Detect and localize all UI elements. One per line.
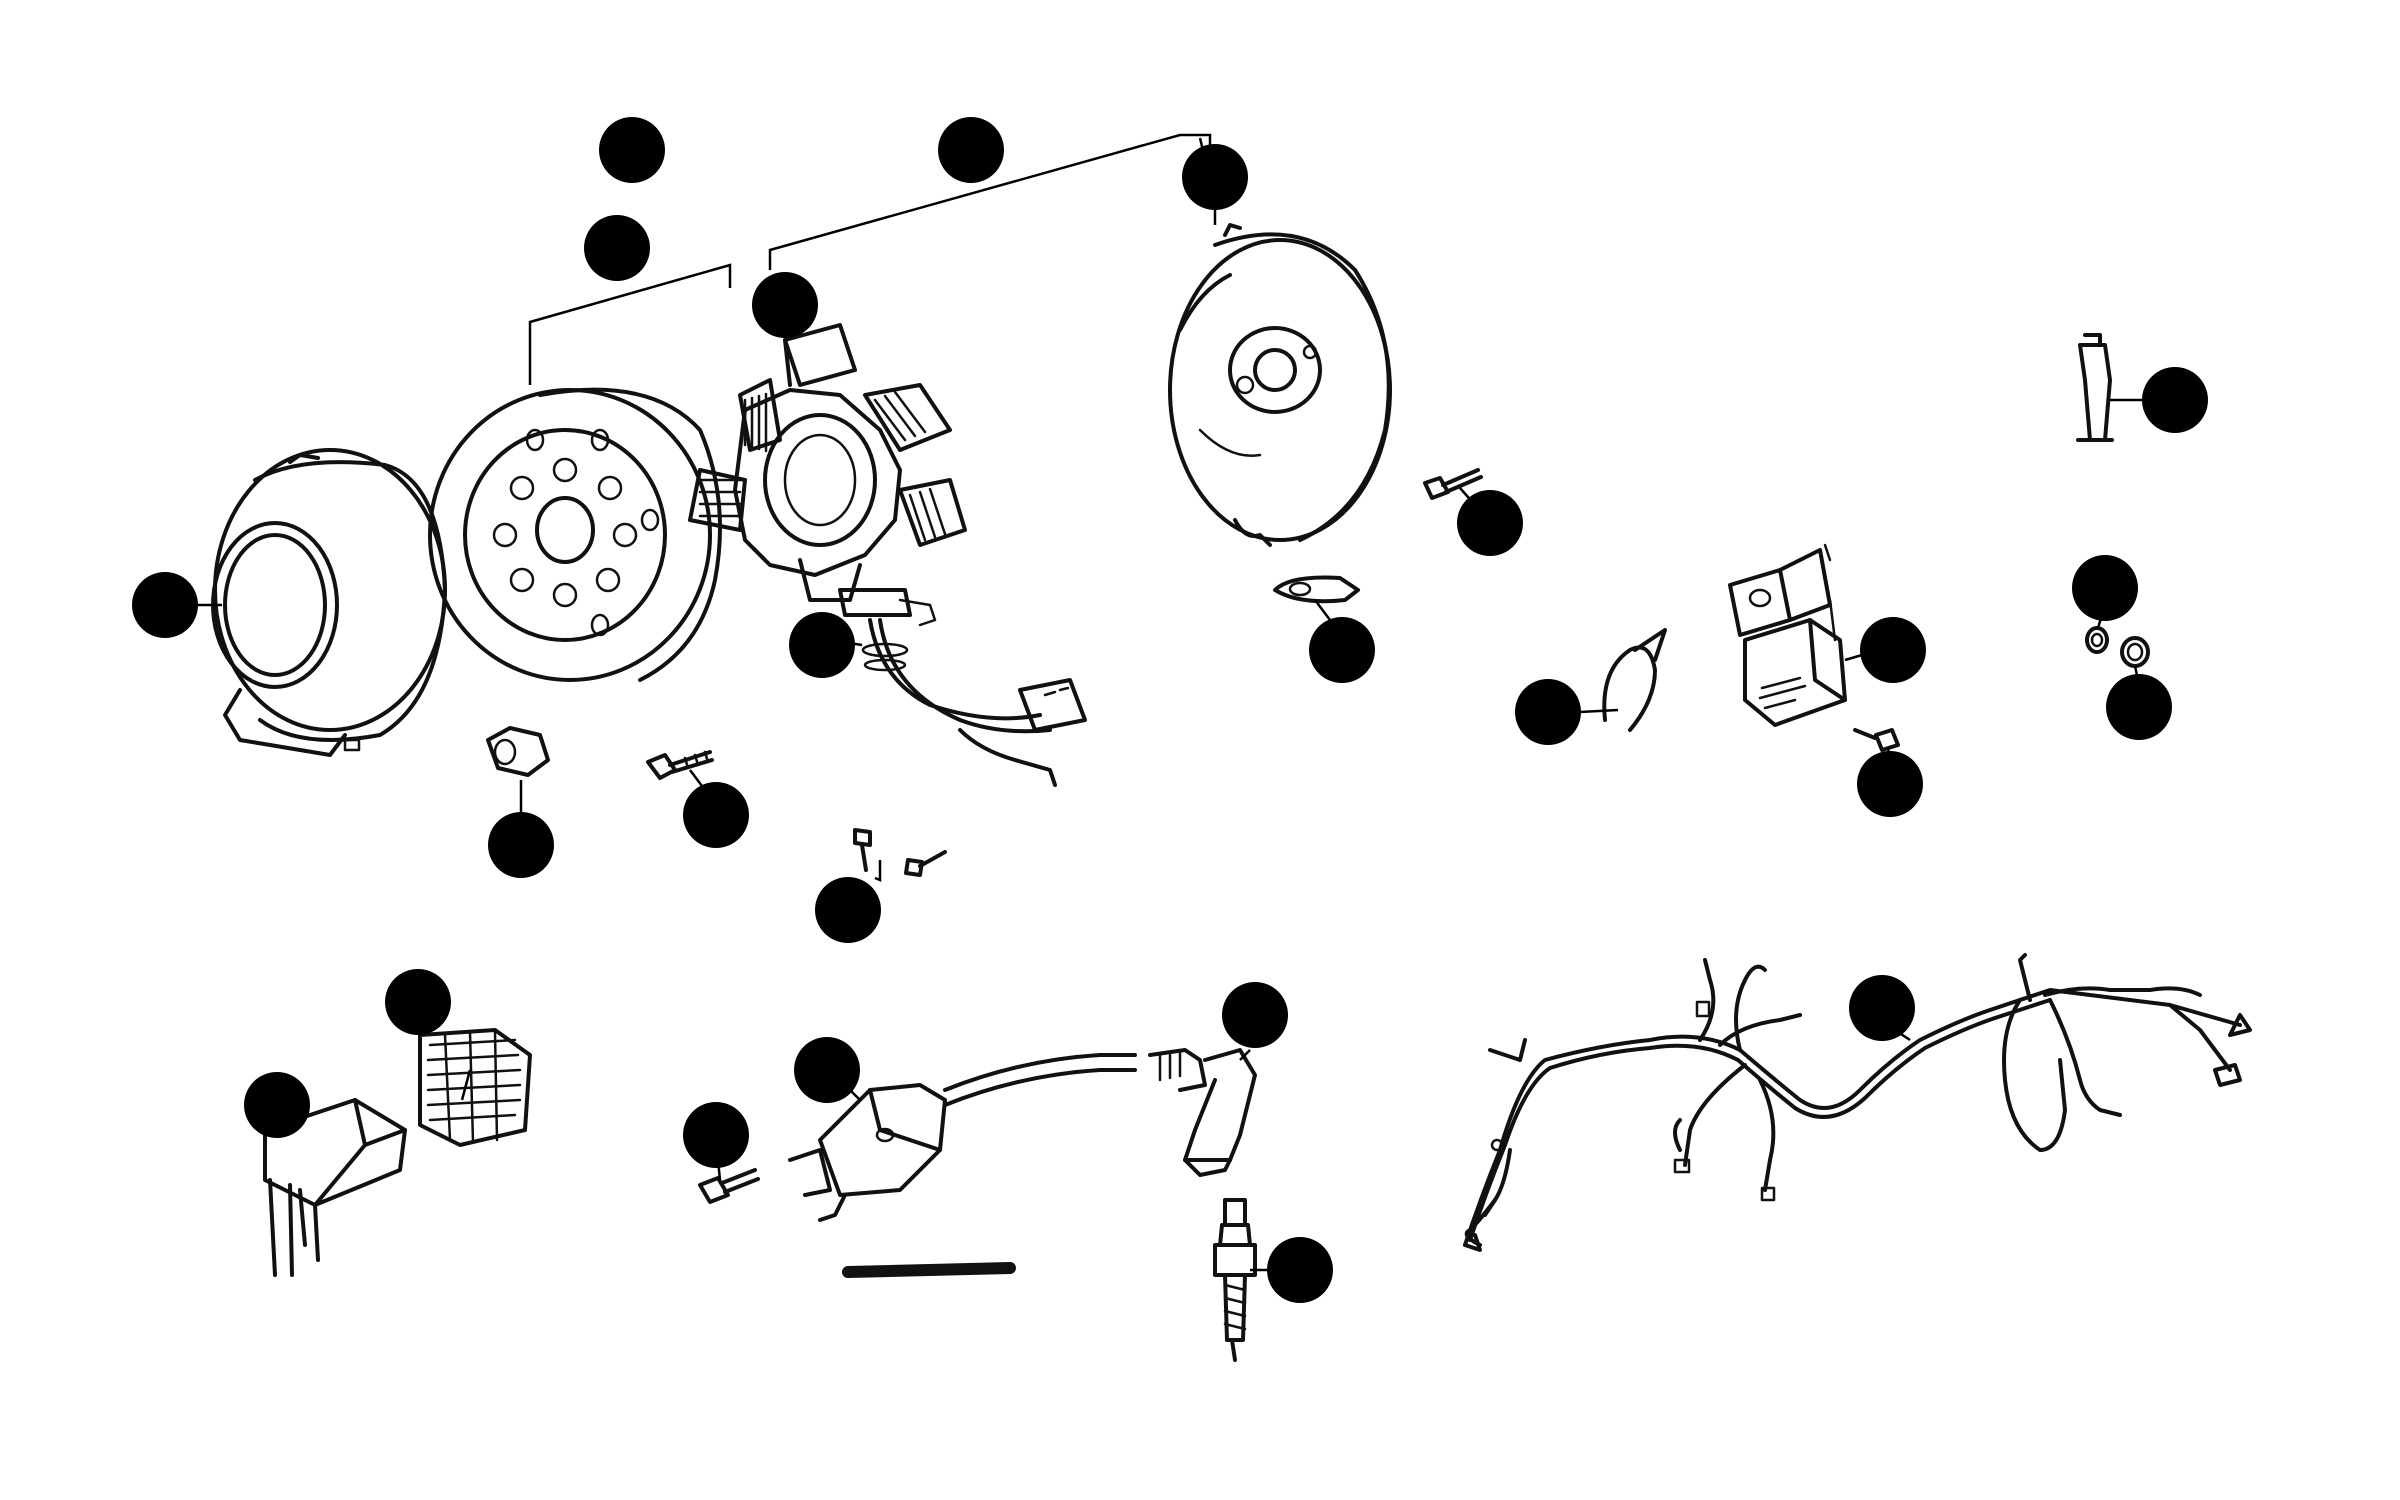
grommets <box>2085 626 2150 668</box>
callout-11 <box>815 877 881 943</box>
pickup-clip <box>1273 575 1360 604</box>
stator <box>688 323 1087 787</box>
callout-21 <box>244 1072 310 1138</box>
bolt-a <box>646 750 714 780</box>
stator-plate <box>1168 223 1392 547</box>
callout-8 <box>789 612 855 678</box>
spark-plug <box>1213 1198 1257 1362</box>
callout-12 <box>1309 617 1375 683</box>
rotor-holes <box>492 428 660 637</box>
callout-23 <box>683 1102 749 1168</box>
relay <box>1728 543 1847 727</box>
callout-15 <box>1860 617 1926 683</box>
callout-13 <box>1457 490 1523 556</box>
callout-10 <box>683 782 749 848</box>
callout-5 <box>752 272 818 338</box>
ignition-coil <box>788 1053 1137 1222</box>
screws-b <box>853 828 947 882</box>
callout-20 <box>385 969 451 1035</box>
callout-9 <box>488 812 554 878</box>
callout-24 <box>1222 982 1288 1048</box>
spark-plug-cap <box>1148 1048 1257 1177</box>
wiring-harness <box>1463 953 2252 1252</box>
flywheel-nut <box>486 726 550 777</box>
flywheel-rotor <box>428 387 722 682</box>
stator-windings <box>698 390 947 542</box>
cdi-unit <box>263 1098 407 1277</box>
callout-17 <box>2142 367 2208 433</box>
callout-19 <box>2106 674 2172 740</box>
coil-bolt <box>698 1168 760 1204</box>
callout-16 <box>1857 751 1923 817</box>
callout-4 <box>584 215 650 281</box>
callout-7 <box>1182 144 1248 210</box>
callout-18 <box>2072 555 2138 621</box>
callouts <box>132 117 2208 1303</box>
bolt-c <box>1423 468 1483 500</box>
callout-14 <box>1515 679 1581 745</box>
callout-6 <box>938 117 1004 183</box>
flywheel-cover <box>211 448 447 757</box>
callout-26 <box>1849 975 1915 1041</box>
regulator <box>418 1028 532 1147</box>
callout-1 <box>132 572 198 638</box>
callout-22 <box>794 1037 860 1103</box>
ground-strap <box>842 1262 1016 1278</box>
callout-25 <box>1267 1237 1333 1303</box>
relay-screw <box>1853 728 1900 752</box>
cable-tie <box>1602 628 1667 732</box>
bulb-fuse <box>2076 333 2114 442</box>
callout-2 <box>599 117 665 183</box>
